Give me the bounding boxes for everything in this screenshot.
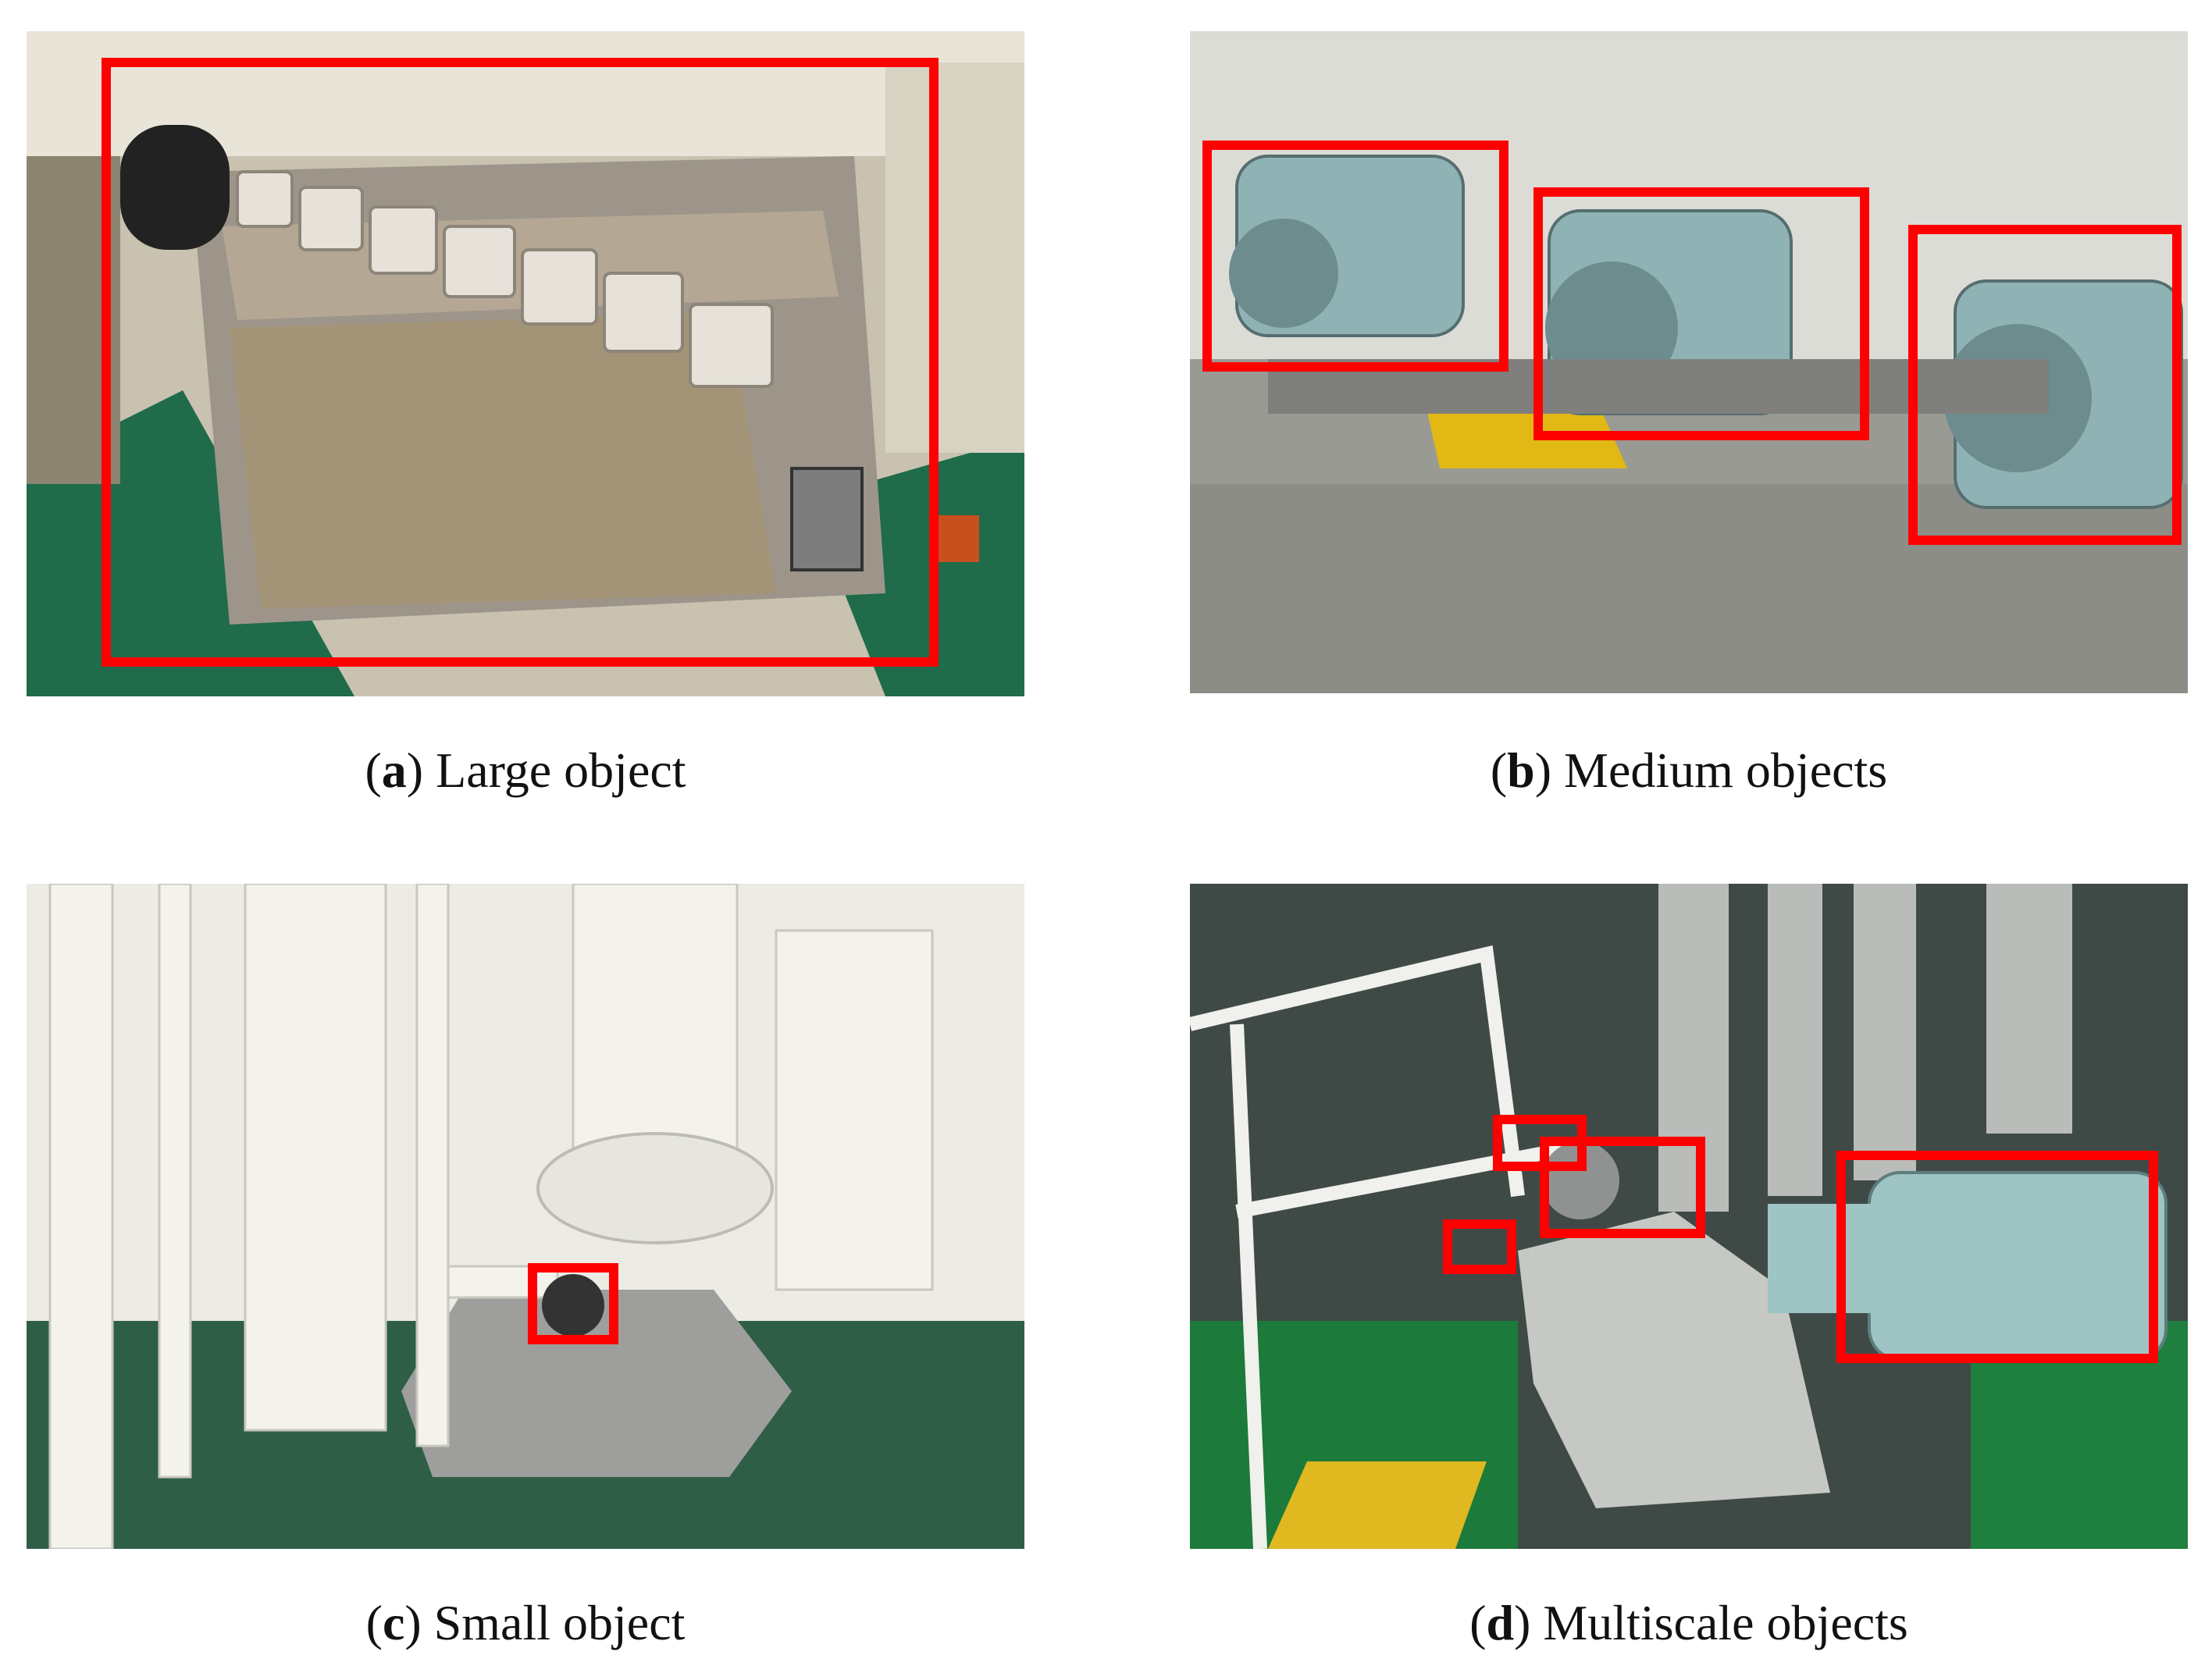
caption-b-text: Medium objects <box>1564 742 1888 798</box>
caption-c-letter: c <box>382 1595 405 1650</box>
large-engine-photo <box>27 31 1024 696</box>
caption-d-letter: d <box>1486 1595 1515 1650</box>
caption-a-text: Large object <box>436 742 686 798</box>
panel-b-photo <box>1190 31 2188 693</box>
motors-photo <box>1190 31 2188 693</box>
caption-a-letter: a <box>381 742 407 798</box>
panel-c-photo <box>27 884 1024 1549</box>
panel-d-photo <box>1190 884 2188 1549</box>
valve-photo <box>27 884 1024 1549</box>
caption-d: (d) Multiscale objects <box>1469 1595 1908 1650</box>
caption-c-text: Small object <box>433 1595 686 1650</box>
caption-c: (c) Small object <box>365 1595 686 1650</box>
caption-b-letter: b <box>1507 742 1535 798</box>
caption-a: (a) Large object <box>365 742 686 798</box>
multiscale-photo <box>1190 884 2188 1549</box>
panel-a-photo <box>27 31 1024 696</box>
caption-d-text: Multiscale objects <box>1543 1595 1908 1650</box>
caption-b: (b) Medium objects <box>1490 742 1888 798</box>
